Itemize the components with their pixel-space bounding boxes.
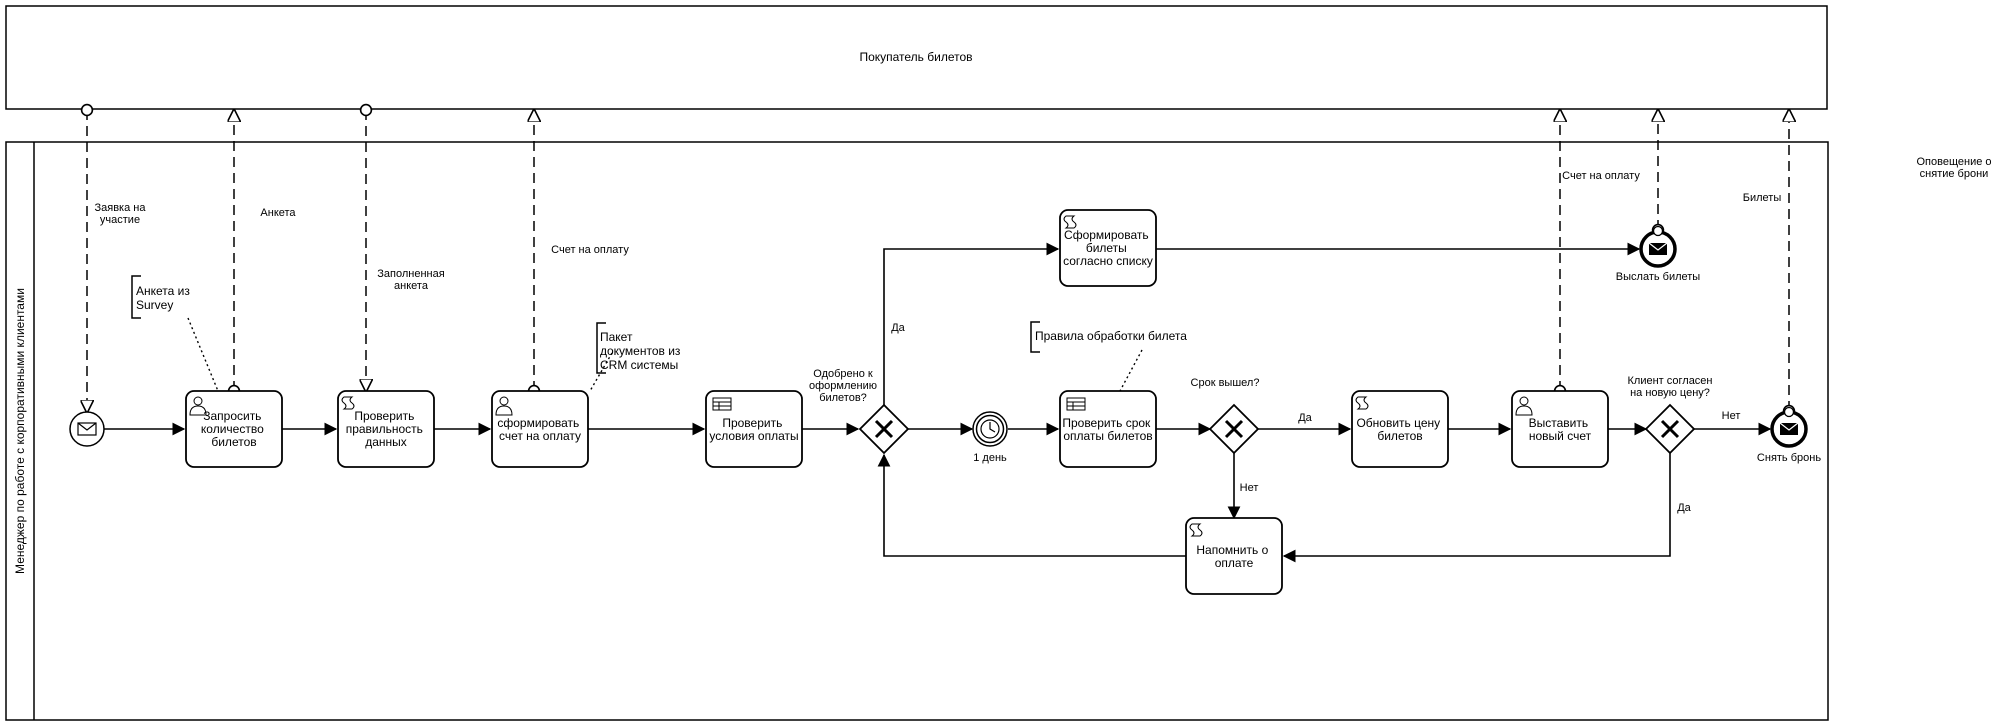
sequence-flows bbox=[104, 242, 1772, 563]
pool-customer: Покупатель билетов bbox=[5, 5, 1828, 110]
label-gateway-expired: Срок вышел? bbox=[1191, 377, 1260, 389]
pool-manager-label: Менеджер по работе с корпоративными клие… bbox=[13, 288, 27, 574]
label-msg-filled-form-1: Заполненная bbox=[377, 268, 444, 280]
task-check-data[interactable]: Проверить правильность данных bbox=[337, 390, 435, 468]
annotation-crm-line1: Пакет bbox=[600, 330, 633, 344]
gateway-agree[interactable] bbox=[1644, 403, 1696, 455]
associations bbox=[187, 317, 1143, 392]
task-create-tickets[interactable]: Сформировать билеты согласно списку bbox=[1059, 209, 1157, 287]
task-check-deadline[interactable]: Проверить срок оплаты билетов bbox=[1059, 390, 1157, 468]
user-task-icon bbox=[189, 396, 207, 416]
association-crm bbox=[589, 352, 613, 392]
pool-customer-label: Покупатель билетов bbox=[859, 50, 972, 64]
business-rule-task-icon bbox=[1066, 397, 1086, 411]
envelope-filled-icon bbox=[1648, 242, 1668, 255]
task-check-deadline-label: Проверить срок оплаты билетов bbox=[1062, 416, 1153, 443]
label-gateway-approved-1: Одобрено к bbox=[813, 368, 873, 380]
end-event-cancel[interactable] bbox=[1770, 410, 1808, 448]
task-request-count[interactable]: Запросить количество билетов bbox=[185, 390, 283, 468]
task-check-terms[interactable]: Проверить условия оплаты bbox=[705, 390, 803, 468]
message-flow-origins bbox=[1652, 225, 1795, 418]
message-flows bbox=[87, 110, 1789, 412]
script-task-icon bbox=[1189, 523, 1203, 537]
user-task-icon bbox=[1515, 396, 1533, 416]
timer-event[interactable] bbox=[972, 411, 1008, 447]
label-msg-new-invoice: Счет на оплату bbox=[1562, 170, 1640, 182]
flow-gateway-yes[interactable] bbox=[883, 242, 1060, 405]
label-flow-expired-yes: Да bbox=[1298, 412, 1312, 424]
script-task-icon bbox=[341, 396, 355, 410]
label-msg-tickets: Билеты bbox=[1743, 192, 1782, 204]
task-issue-invoice[interactable]: Выставить новый счет bbox=[1511, 390, 1609, 468]
exclusive-x-icon bbox=[1660, 419, 1680, 439]
user-task-icon bbox=[495, 396, 513, 416]
clock-icon bbox=[980, 419, 1000, 439]
label-flow-expired-no: Нет bbox=[1240, 482, 1259, 494]
business-rule-task-icon bbox=[712, 397, 732, 411]
label-gateway-approved-2: оформлению bbox=[809, 380, 877, 392]
task-remind[interactable]: Напомнить о оплате bbox=[1185, 517, 1283, 595]
label-flow-approved-yes: Да bbox=[891, 322, 905, 334]
label-msg-form: Анкета bbox=[260, 207, 296, 219]
gateway-expired[interactable] bbox=[1208, 403, 1260, 455]
envelope-filled-icon bbox=[1779, 422, 1799, 435]
gateway-approved[interactable] bbox=[858, 403, 910, 455]
label-gateway-agree-2: на новую цену? bbox=[1630, 387, 1710, 399]
label-msg-application-2: участие bbox=[100, 214, 140, 226]
task-update-price-label: Обновить цену билетов bbox=[1356, 416, 1443, 443]
script-task-icon bbox=[1063, 215, 1077, 229]
label-gateway-approved-3: билетов? bbox=[819, 392, 867, 404]
script-task-icon bbox=[1355, 396, 1369, 410]
exclusive-x-icon bbox=[1224, 419, 1244, 439]
label-cancel: Снять бронь bbox=[1757, 452, 1821, 464]
label-timer: 1 день bbox=[973, 452, 1007, 464]
task-check-terms-label: Проверить условия оплаты bbox=[709, 416, 798, 443]
annotation-crm-line2: документов из bbox=[600, 344, 681, 358]
task-request-count-label: Запросить количество билетов bbox=[201, 409, 267, 449]
task-create-invoice-label: сформировать счет на оплату bbox=[497, 416, 582, 443]
annotation-survey-line1: Анкета из bbox=[136, 284, 190, 298]
annotation-rules-line1: Правила обработки билета bbox=[1035, 329, 1187, 343]
label-msg-cancel-notice: Оповещение о снятие брони bbox=[1914, 156, 1994, 180]
task-check-data-label: Проверить правильность данных bbox=[346, 409, 427, 449]
label-flow-agree-yes: Да bbox=[1677, 502, 1691, 514]
exclusive-x-icon bbox=[874, 419, 894, 439]
label-msg-cancel-notice-line2: снятие брони bbox=[1919, 168, 1989, 180]
annotation-crm: Пакет документов из CRM системы bbox=[596, 322, 681, 374]
label-gateway-agree-1: Клиент согласен bbox=[1628, 375, 1713, 387]
task-create-tickets-label: Сформировать билеты согласно списку bbox=[1063, 228, 1153, 268]
task-create-invoice[interactable]: сформировать счет на оплату bbox=[491, 390, 589, 468]
task-update-price[interactable]: Обновить цену билетов bbox=[1351, 390, 1449, 468]
label-msg-filled-form-2: анкета bbox=[394, 280, 429, 292]
flow-agree-yes[interactable] bbox=[1282, 453, 1671, 563]
envelope-icon bbox=[77, 422, 97, 436]
annotation-crm-line3: CRM системы bbox=[600, 358, 678, 372]
label-flow-agree-no: Нет bbox=[1722, 410, 1741, 422]
annotation-rules: Правила обработки билета bbox=[1030, 321, 1187, 353]
start-message-event[interactable] bbox=[69, 411, 105, 447]
annotation-survey: Анкета из Survey bbox=[131, 275, 190, 319]
label-msg-cancel-notice-line1: Оповещение о bbox=[1916, 156, 1992, 168]
task-issue-invoice-label: Выставить новый счет bbox=[1529, 416, 1592, 443]
flow-remind-to-gateway[interactable] bbox=[877, 453, 1186, 557]
end-event-send-tickets[interactable] bbox=[1639, 230, 1677, 268]
label-send-tickets: Выслать билеты bbox=[1616, 271, 1701, 283]
label-msg-application-1: Заявка на bbox=[95, 202, 147, 214]
task-remind-label: Напомнить о оплате bbox=[1196, 543, 1271, 570]
annotation-survey-line2: Survey bbox=[136, 298, 173, 312]
label-msg-invoice: Счет на оплату bbox=[551, 244, 629, 256]
association-survey bbox=[187, 317, 219, 392]
